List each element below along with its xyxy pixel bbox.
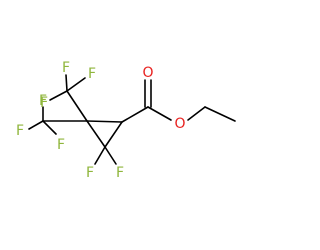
atom-f6: F: [57, 137, 65, 153]
bond-cf3-lower-f5: [28, 120, 44, 130]
bond-cf3-upper-f1: [65, 74, 68, 92]
bond-c3-f7: [94, 146, 106, 165]
bond-cf3-upper-f3: [49, 90, 68, 101]
atom-f1: F: [62, 60, 70, 76]
atom-f4: F: [39, 93, 47, 109]
bond-carbonyl-c-o-ester: [147, 106, 172, 121]
bond-cf3-upper-f2: [66, 77, 86, 92]
bond-ring-c2-c3: [104, 121, 123, 148]
bond-c2-carbonyl-c: [121, 106, 149, 123]
bond-c3-f8: [104, 146, 117, 165]
atom-f8: F: [116, 165, 124, 181]
molecule-structure: F F F F F F F F O O: [16, 60, 236, 181]
atom-f5: F: [16, 123, 24, 139]
bonds: [28, 74, 236, 165]
atom-o-carbonyl: O: [142, 65, 153, 81]
atom-f3: F: [40, 95, 48, 111]
bond-c1-cf3-upper: [66, 90, 88, 122]
atom-labels: F F F F F F F F O O: [16, 60, 186, 181]
bond-cf3-lower-f6: [42, 120, 57, 135]
bond-ring-c1-c2: [86, 120, 123, 123]
atom-f2: F: [88, 66, 96, 82]
atom-f7: F: [86, 165, 94, 181]
bond-ch2-ch3: [204, 106, 236, 122]
bond-ring-c1-c3: [86, 120, 106, 148]
bond-o-ester-ch2: [187, 106, 206, 121]
atom-o-ester: O: [174, 116, 185, 132]
